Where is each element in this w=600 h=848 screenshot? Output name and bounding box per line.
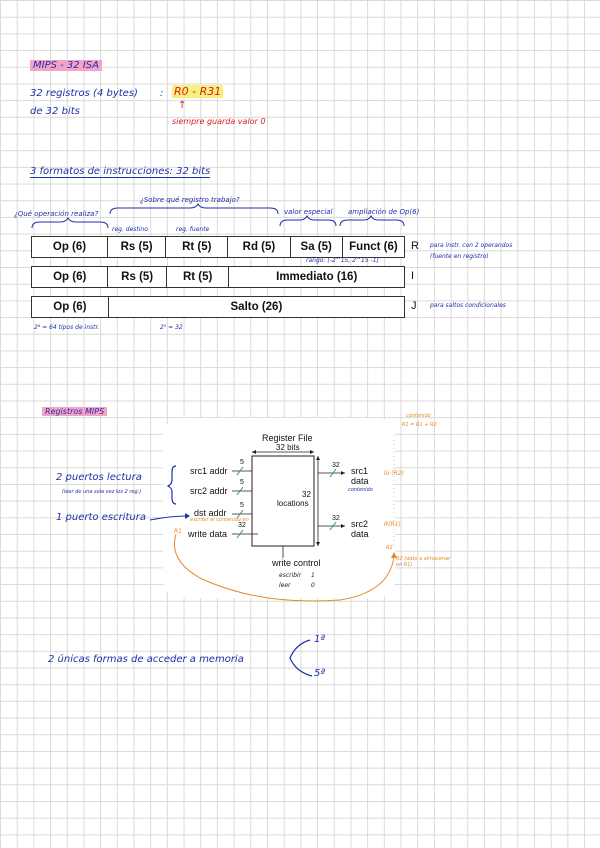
r-note1: para instr. con 2 operandos [430,242,513,249]
formats-heading-text: 3 formatos de instrucciones: 32 bits [30,166,211,178]
locations-label: locations [277,499,309,508]
src1-note: contenido [348,487,373,493]
op-types-note: 2⁶ = 64 tipos de instr. [34,324,100,331]
format-j-label: J [411,300,417,312]
wc-write-value: 1 [311,572,315,579]
field-funct: Funct (6) [349,241,398,253]
wc-read-value: 0 [311,582,315,589]
annot-range: rango: [-2^15, 2^15 -1] [306,257,379,264]
bits-out2: 32 [332,515,340,522]
src1-data-label2: data [351,476,369,486]
field-rt: Rt (5) [166,237,229,257]
field-op: Op (6) [32,267,109,287]
format-r-row: Op (6) Rs (5) Rt (5) Rd (5) Sa (5) Funct… [31,236,405,258]
memory-opt2: 5ª [314,668,326,679]
orange-r1: R1 = R1 + R2 [402,422,437,428]
field-jump: Salto (26) [230,301,283,313]
registers-note: siempre guarda valor 0 [172,117,266,126]
arrow-icon: ↑ [178,100,187,111]
write-port-label: 1 puerto escritura [56,512,146,523]
registers-range-text: R0 - R31 [172,85,224,98]
field-immediate: Immediato (16) [276,271,358,283]
dst-addr-label: dst addr [194,508,227,518]
field-rs: Rs (5) [108,237,167,257]
format-j-row: Op (6) Salto (26) [31,296,405,318]
format-i-label: I [411,270,415,282]
format-i-row: Op (6) Rs (5) Rt (5) Immediato (16) [31,266,405,288]
annot-dest: reg. destino [112,226,148,233]
registers-equals: : [160,88,164,99]
format-r-label: R [411,240,419,252]
formats-heading: 3 formatos de instrucciones: 32 bits [30,166,211,178]
src2-addr-label: src2 addr [190,486,228,496]
wc-read: leer [279,582,291,589]
annot-what-op: ¿Qué operación realiza? [14,210,99,218]
rf-title: Register File [262,433,313,443]
bits-dst: 5 [240,502,244,509]
orange-dst: R1 [174,528,182,535]
registers-line2: de 32 bits [30,106,80,117]
reg-count-note: 2⁵ = 32 [160,324,183,331]
src1-data-label: src1 [351,466,369,476]
r-note2: (fuente en registro) [430,253,489,260]
bits-src2: 5 [240,479,244,486]
memory-opt1: 1ª [314,634,326,645]
locations-count: 32 [302,490,311,499]
bits-wd: 32 [238,522,246,529]
page-title-text: MIPS - 32 ISA [30,60,102,71]
write-control-label: write control [272,558,321,568]
orange-wd: R2 [386,545,393,551]
read-ports-label: 2 puertos lectura [56,472,142,483]
regs-heading: Registros MIPS [42,407,108,416]
j-note: para saltos condicionales [430,302,506,309]
annot-op-ext: ampliación de Op(6) [348,208,420,216]
registers-range: R0 - R31 [172,85,224,98]
orange-rr2: lo (R2) [384,470,404,477]
annot-src: reg. fuente [176,226,210,233]
orange-rr: R(R1) [384,521,401,528]
annot-special: valor especial [284,208,333,216]
field-rt: Rt (5) [167,267,230,287]
read-ports-note: (leer de una sola vez los 2 reg.) [62,489,142,495]
orange-top: contenido [406,413,431,419]
field-op: Op (6) [32,237,108,257]
register-file-box [251,455,315,547]
write-data-label: write data [188,529,228,539]
src2-data-label2: data [351,529,369,539]
regs-heading-text: Registros MIPS [42,407,108,416]
orange-sum: R2 (dato a almacenar en R1) [396,556,451,568]
registers-line1: 32 registros (4 bytes) [30,88,138,99]
memory-line: 2 únicas formas de acceder a memoria [48,654,244,665]
rf-bits: 32 bits [276,443,300,452]
write-note: escribir el contenido en [190,517,249,523]
field-rs: Rs (5) [108,267,167,287]
src2-data-label: src2 [351,519,369,529]
wc-write: escribir [279,572,302,579]
field-sa: Sa (5) [291,237,343,257]
page-title: MIPS - 32 ISA [30,60,102,71]
src1-addr-label: src1 addr [190,466,228,476]
field-rd: Rd (5) [228,237,291,257]
bits-src1: 5 [240,459,244,466]
annot-which-reg: ¿Sobre qué registro trabajo? [140,196,240,204]
bits-out1: 32 [332,462,340,469]
field-op: Op (6) [32,297,109,317]
